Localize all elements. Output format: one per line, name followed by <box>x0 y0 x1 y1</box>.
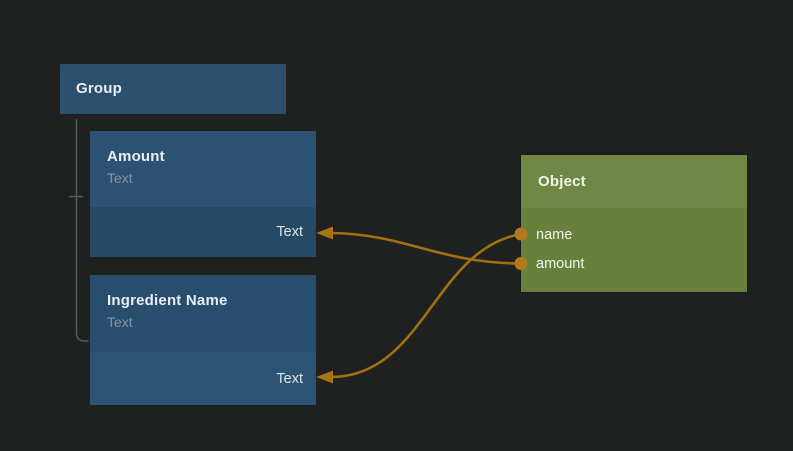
ingredient-text-port-row[interactable]: Text <box>90 352 316 405</box>
wire-amount-to-amount-text[interactable] <box>329 231 523 265</box>
object-node-body: name amount <box>521 208 747 292</box>
amount-node-subtitle: Text <box>107 170 133 186</box>
object-field-amount-label: amount <box>536 255 585 272</box>
amount-node-header: Amount Text <box>90 131 316 207</box>
node-group[interactable]: Group <box>60 64 286 114</box>
group-node-title: Group <box>76 80 122 97</box>
wire-arrowhead-amount <box>316 226 333 240</box>
ingredient-node-title: Ingredient Name <box>107 292 228 309</box>
wire-name-to-ingredient-text[interactable] <box>329 232 523 379</box>
object-field-name-label: name <box>536 226 573 243</box>
node-amount[interactable]: Amount Text Text <box>90 131 316 257</box>
amount-node-title: Amount <box>107 148 165 165</box>
node-object[interactable]: Object name amount <box>521 155 747 292</box>
ingredient-node-header: Ingredient Name Text <box>90 275 316 352</box>
node-ingredient-name[interactable]: Ingredient Name Text Text <box>90 275 316 405</box>
ingredient-text-port-label: Text <box>276 370 303 387</box>
amount-text-port-row[interactable]: Text <box>90 207 316 257</box>
object-node-title: Object <box>538 172 586 190</box>
object-field-name[interactable]: name <box>521 220 747 249</box>
ingredient-node-subtitle: Text <box>107 314 133 330</box>
object-field-amount[interactable]: amount <box>521 249 747 278</box>
object-node-header: Object <box>521 155 747 208</box>
tree-trunk-line <box>75 119 89 342</box>
amount-text-port-label: Text <box>276 224 303 240</box>
wire-arrowhead-ingredient <box>316 370 333 384</box>
